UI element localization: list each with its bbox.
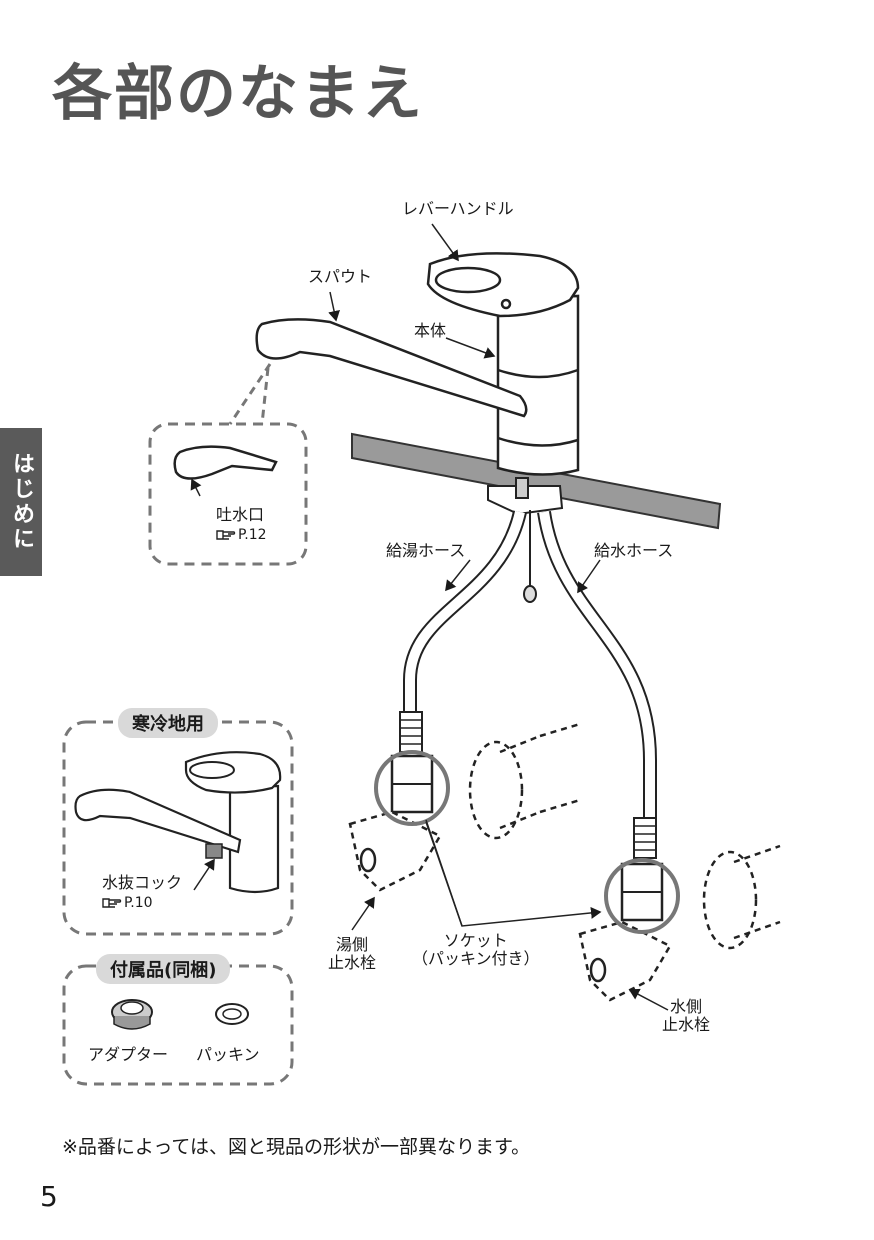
lever-handle-art bbox=[426, 252, 580, 318]
page-number: 5 bbox=[40, 1180, 58, 1213]
hot-water-hose bbox=[399, 510, 527, 753]
socket-label: ソケット （パッキン付き） bbox=[412, 931, 540, 969]
cold-water-hose bbox=[537, 510, 657, 859]
pointing-hand-icon bbox=[102, 898, 122, 908]
section-tab-label: はじめに bbox=[9, 452, 34, 552]
spout-label: スパウト bbox=[308, 267, 373, 286]
hot-valve-label-line2: 止水栓 bbox=[328, 953, 377, 973]
cold-valve-label: 水側 止水栓 bbox=[662, 997, 711, 1035]
socket-label-line2: （パッキン付き） bbox=[412, 949, 540, 969]
outlet-label: 吐水口 bbox=[216, 505, 265, 524]
cold-region-badge: 寒冷地用 bbox=[118, 708, 218, 738]
cold-hose-label: 給水ホース bbox=[594, 541, 674, 560]
lever-handle-label: レバーハンドル bbox=[402, 199, 514, 218]
drain-cock-label: 水抜コック bbox=[102, 873, 183, 892]
faucet-spout bbox=[255, 318, 528, 418]
cold-region-box bbox=[62, 720, 294, 936]
pointing-hand-icon bbox=[216, 530, 236, 540]
accessories-badge: 付属品(同梱) bbox=[96, 954, 231, 984]
footnote: ※品番によっては、図と現品の形状が一部異なります。 bbox=[62, 1136, 531, 1158]
section-tab: はじめに bbox=[0, 428, 42, 576]
outlet-page-ref: P.12 bbox=[238, 527, 267, 543]
packing-label: パッキン bbox=[196, 1045, 260, 1064]
hot-valve-label-line1: 湯側 bbox=[336, 935, 369, 954]
cold-water-valve bbox=[578, 844, 781, 1002]
mounting-bracket bbox=[487, 477, 564, 603]
drain-cock-page-ref: P.10 bbox=[124, 895, 153, 911]
adapter-label: アダプター bbox=[88, 1045, 169, 1064]
faucet-body bbox=[496, 294, 580, 476]
accessories-box bbox=[62, 964, 294, 1086]
socket-label-line1: ソケット bbox=[443, 931, 508, 950]
counter-top bbox=[351, 432, 722, 530]
hot-water-valve bbox=[348, 722, 581, 892]
hot-valve-label: 湯側 止水栓 bbox=[328, 935, 377, 973]
leader-lines bbox=[193, 223, 669, 1011]
hot-hose-label: 給湯ホース bbox=[386, 541, 466, 560]
page-title: 各部のなまえ bbox=[52, 59, 424, 129]
cold-valve-label-line1: 水側 bbox=[670, 997, 703, 1016]
outlet-callout bbox=[148, 363, 308, 566]
drain-cock-reference: P.10 bbox=[102, 895, 153, 911]
cold-valve-label-line2: 止水栓 bbox=[662, 1015, 711, 1035]
body-label: 本体 bbox=[414, 321, 447, 340]
outlet-reference: P.12 bbox=[216, 527, 267, 543]
